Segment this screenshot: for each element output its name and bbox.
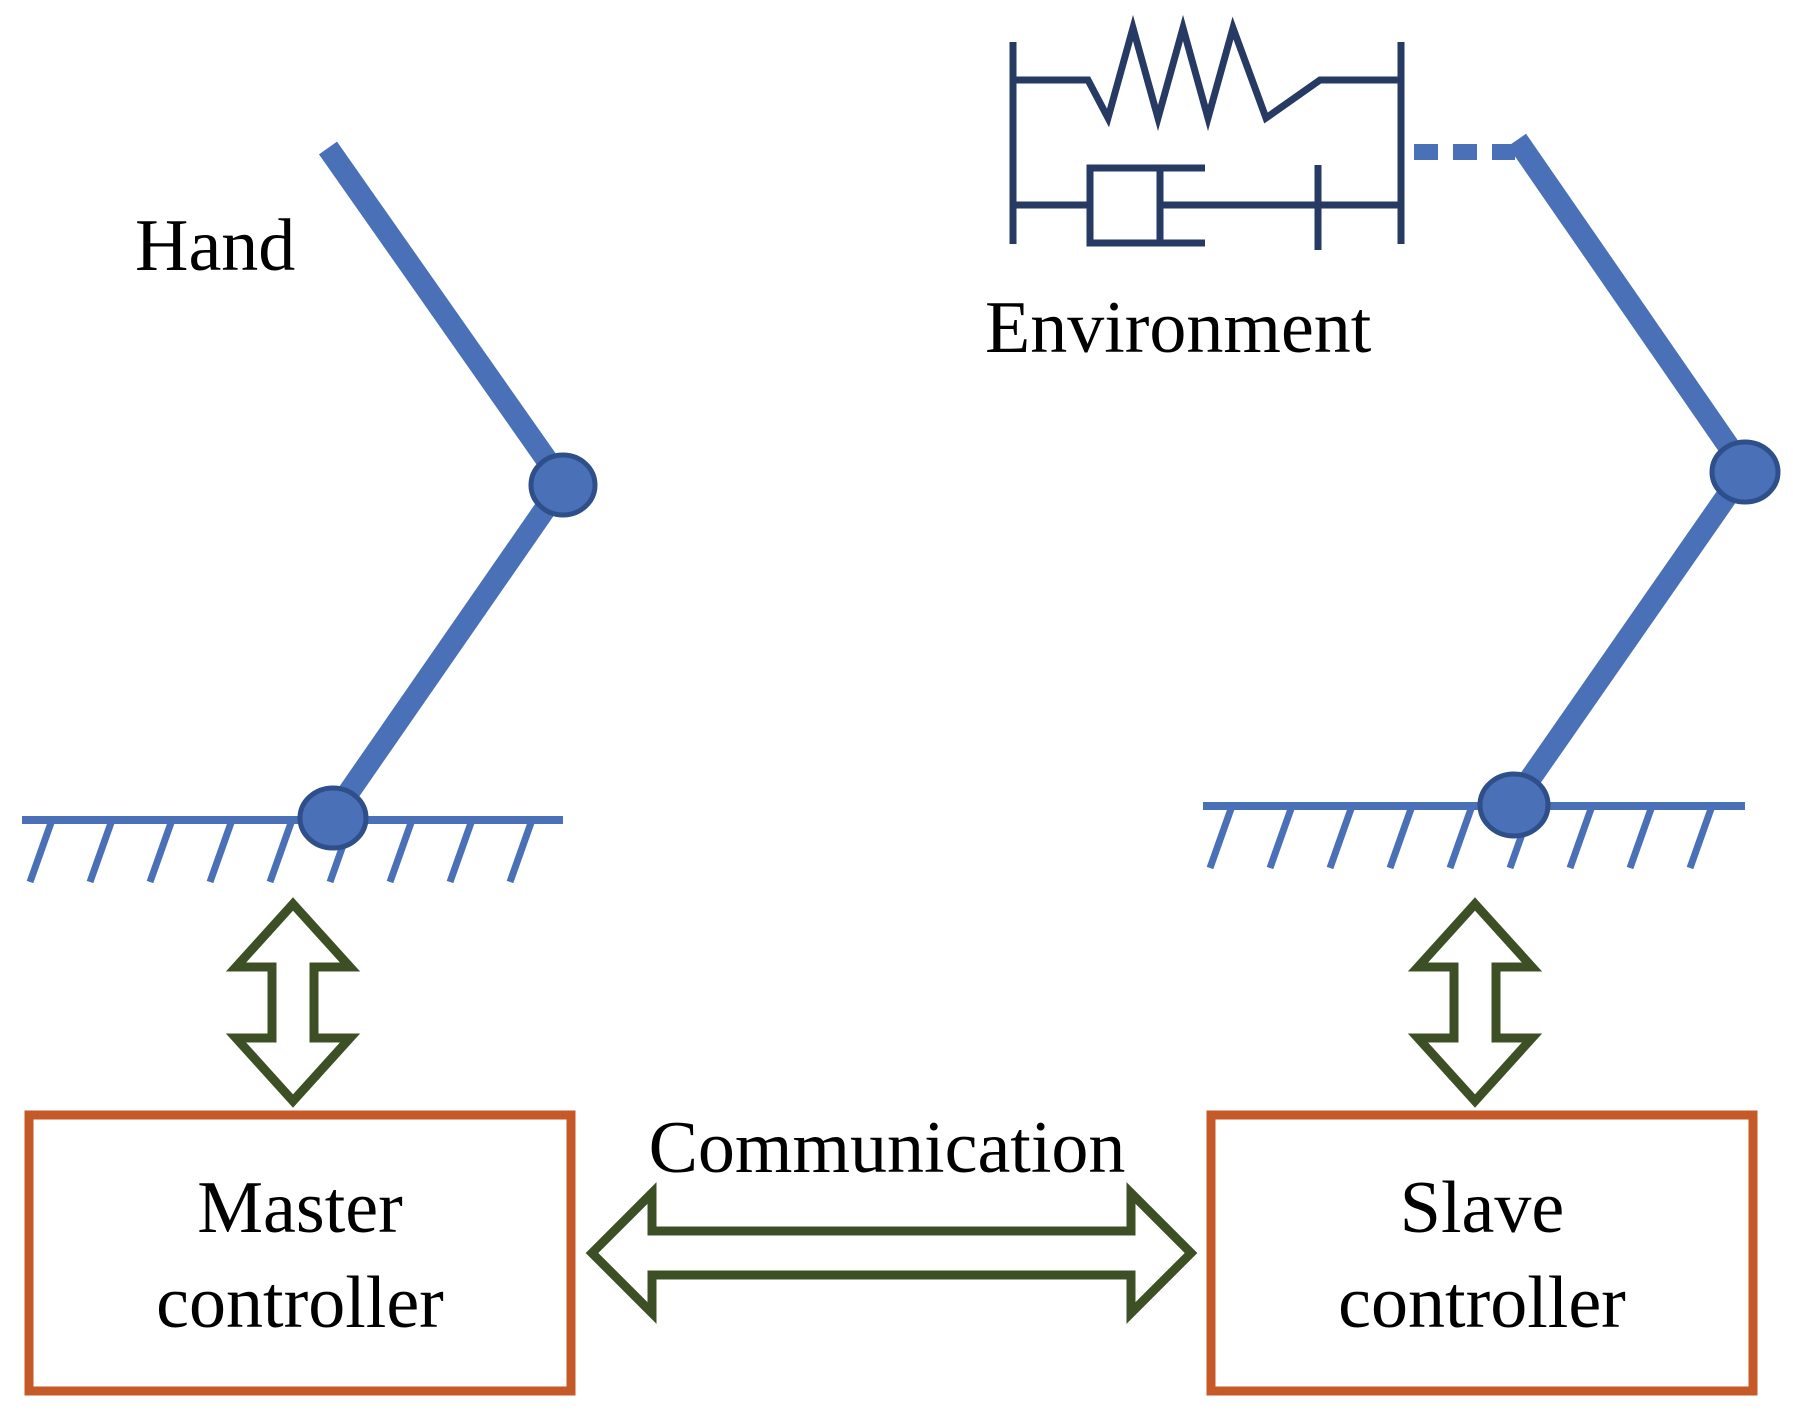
- slave-manipulator: [1203, 133, 1781, 870]
- hand-label: Hand: [135, 205, 295, 287]
- slave-upper-link: [1507, 133, 1755, 477]
- master-vertical-double-arrow: [225, 897, 361, 1108]
- slave-controller-label-line1: Slave: [1400, 1167, 1564, 1249]
- slave-lower-link: [1504, 463, 1755, 809]
- environment-label: Environment: [985, 287, 1372, 369]
- slave-controller-box: [1206, 1110, 1758, 1396]
- master-controller-label-line1: Master: [197, 1167, 403, 1249]
- master-controller-box: [24, 1110, 576, 1396]
- communication-double-arrow: [585, 1182, 1198, 1324]
- master-controller-label-line2: controller: [156, 1262, 444, 1344]
- master-upper-link: [318, 141, 573, 490]
- slave-base-joint: [1477, 771, 1551, 839]
- slave-vertical-double-arrow: [1407, 897, 1543, 1108]
- spring-icon: [1013, 14, 1401, 132]
- environment-model: [1009, 14, 1405, 250]
- slave-controller-label-line2: controller: [1338, 1262, 1626, 1344]
- master-ground: [22, 816, 563, 884]
- slave-elbow-joint: [1709, 439, 1781, 505]
- slave-ground: [1203, 802, 1745, 870]
- master-elbow-joint: [528, 452, 598, 518]
- communication-label: Communication: [649, 1107, 1126, 1189]
- master-manipulator: [22, 141, 598, 884]
- master-lower-link: [323, 476, 573, 822]
- damper-icon: [1013, 164, 1401, 250]
- master-base-joint: [297, 785, 369, 851]
